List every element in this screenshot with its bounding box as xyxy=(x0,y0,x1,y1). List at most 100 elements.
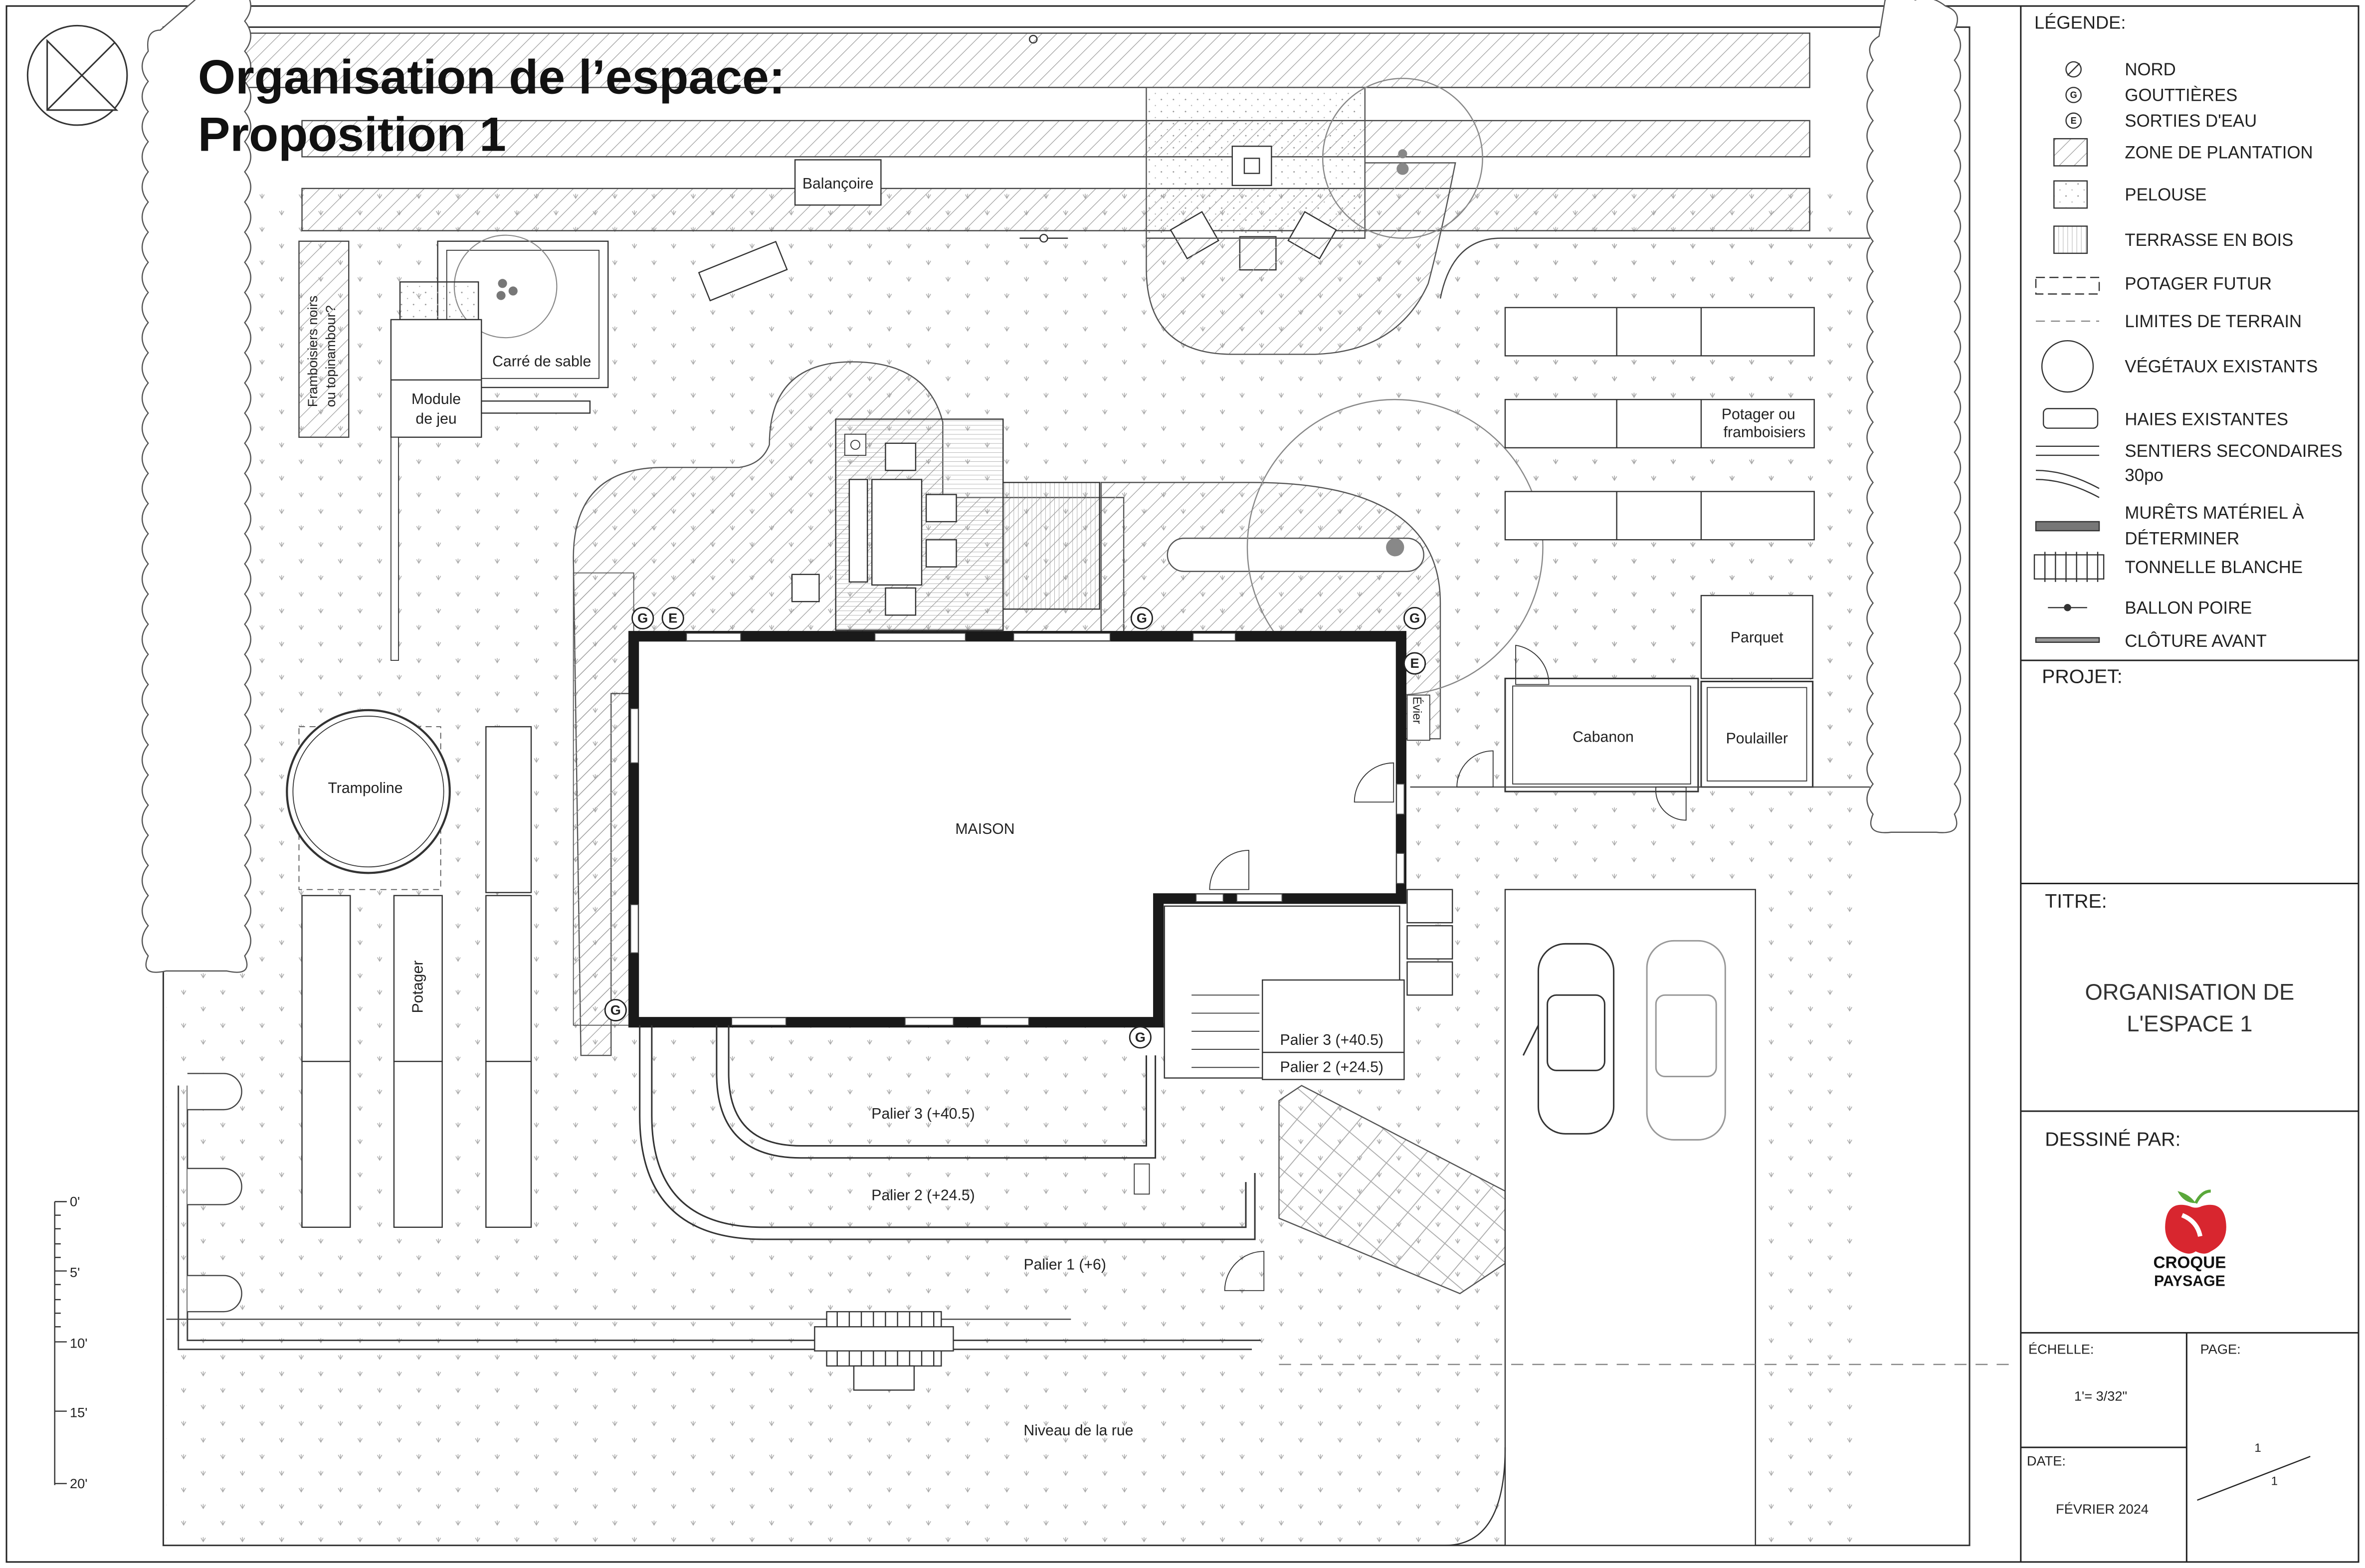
landing-3-right: Palier 3 (+40.5) xyxy=(1280,1032,1383,1048)
play-module-label-2: de jeu xyxy=(415,410,456,427)
site-plan: Organisation de l’espace: Proposition 1 … xyxy=(26,0,2015,1547)
landing-2-right: Palier 2 (+24.5) xyxy=(1280,1059,1383,1075)
fire-pit-inner xyxy=(1243,158,1260,174)
existing-hedge-icon xyxy=(2042,408,2099,429)
potager-label: Potager xyxy=(409,961,426,1013)
landing-1: Palier 1 (+6) xyxy=(1023,1256,1106,1273)
parquet xyxy=(1700,594,1813,679)
page-total: 1 xyxy=(2271,1475,2278,1488)
water-outlet-label: E xyxy=(668,610,677,626)
existing-tree-1 xyxy=(1322,77,1483,239)
existing-tree-1-trunk xyxy=(1396,163,1409,175)
logo-line-2: PAYSAGE xyxy=(2154,1273,2225,1290)
plan-title-line1: Organisation de l’espace: xyxy=(198,50,785,104)
terrace-wall-1b xyxy=(651,1025,1247,1228)
north-arrow-icon xyxy=(26,24,128,126)
legend-item: SORTIES D'EAU xyxy=(2125,112,2257,131)
legend-item: CLÔTURE AVANT xyxy=(2125,631,2266,651)
step-block xyxy=(1134,1163,1150,1195)
bins xyxy=(1406,889,1453,996)
page-label: PAGE: xyxy=(2200,1342,2241,1357)
play-module-label-1: Module xyxy=(411,391,461,407)
future-garden-label-1: Potager ou xyxy=(1722,406,1795,422)
entry-stairs xyxy=(1191,994,1260,1068)
scale-label: ÉCHELLE: xyxy=(2028,1342,2094,1357)
pergola-icon xyxy=(2033,554,2105,580)
lawn-icon xyxy=(2053,180,2088,209)
raspberry-label-2: ou topinambour? xyxy=(323,305,338,407)
planting-zone-icon xyxy=(2053,138,2088,167)
patio-table xyxy=(871,479,923,586)
wood-deck-steps xyxy=(1002,482,1100,610)
planting-house-left xyxy=(573,572,634,1026)
sink xyxy=(1406,694,1430,741)
slide xyxy=(481,400,591,414)
logo-line-1: CROQUE xyxy=(2153,1253,2226,1272)
plan-title-line2: Proposition 1 xyxy=(198,107,506,161)
chicken-coop-label: Poulailler xyxy=(1726,730,1788,747)
planting-strip-2 xyxy=(301,120,1810,158)
marker-icon xyxy=(1028,34,1038,44)
drawn-by-label: DESSINÉ PAR: xyxy=(2045,1129,2180,1151)
street-level-label: Niveau de la rue xyxy=(1023,1422,1133,1439)
scale-5: 5' xyxy=(70,1265,80,1280)
shed-door-swing xyxy=(1515,644,1550,685)
existing-tree-3-trunk xyxy=(1386,538,1404,557)
future-garden-beds xyxy=(1504,307,1815,541)
date-value: FÉVRIER 2024 xyxy=(2056,1501,2149,1517)
white-pergola xyxy=(814,1311,954,1391)
gutter-label: G xyxy=(637,610,648,626)
legend: LÉGENDE: G E NORD xyxy=(2033,12,2343,651)
play-module xyxy=(390,319,482,438)
sink-label: Évier xyxy=(1410,697,1424,724)
garden-beds xyxy=(301,726,532,1228)
left-planting-nooks xyxy=(187,1073,242,1313)
existing-plant-icon xyxy=(2041,340,2094,393)
gutter-label: G xyxy=(1409,610,1420,626)
terrace-wall-1 xyxy=(639,1025,1256,1240)
project-label: PROJET: xyxy=(2042,665,2123,687)
parquet-label: Parquet xyxy=(1731,629,1783,646)
car-1-icon xyxy=(1522,943,1615,1135)
legend-item: 30po xyxy=(2125,466,2163,485)
legend-item: POTAGER FUTUR xyxy=(2125,274,2272,293)
planting-strip-1 xyxy=(166,32,1810,88)
gutter-icon xyxy=(2065,87,2082,103)
legend-heading: LÉGENDE: xyxy=(2034,12,2126,32)
patio-chairs xyxy=(791,442,957,616)
play-pole xyxy=(390,436,399,661)
legend-item: TERRASSE EN BOIS xyxy=(2125,231,2293,250)
legend-item: VÉGÉTAUX EXISTANTS xyxy=(2125,357,2318,377)
gate-door-swing xyxy=(1456,750,1494,787)
house-outline xyxy=(628,631,1406,1028)
front-corner xyxy=(1445,1447,1506,1546)
hedge-right xyxy=(1866,0,1961,833)
terrace-wall-2b xyxy=(728,1025,1147,1147)
bbq xyxy=(844,433,867,456)
legend-g-glyph: G xyxy=(2070,90,2077,100)
car-2-icon xyxy=(1646,940,1726,1141)
front-fence-icon xyxy=(2035,637,2100,643)
gate-swing xyxy=(1224,1251,1265,1291)
legend-item: HAIES EXISTANTES xyxy=(2125,410,2288,429)
planting-strip-near-house xyxy=(1167,538,1424,572)
planting-around-patio xyxy=(1146,162,1456,355)
legend-item: MURÊTS MATÉRIEL À xyxy=(2125,503,2304,523)
terrace-wall-2 xyxy=(716,1025,1157,1159)
legend-item: ZONE DE PLANTATION xyxy=(2125,143,2313,162)
trampoline-label: Trampoline xyxy=(328,780,402,796)
shed xyxy=(1504,677,1699,792)
water-outlet-label: E xyxy=(1410,655,1419,671)
punching-bag-icon xyxy=(1019,233,1068,243)
raspberry-label-1: Framboisiers noirs xyxy=(305,296,320,407)
scale-20: 20' xyxy=(70,1476,87,1491)
croque-paysage-logo: CROQUE PAYSAGE xyxy=(2153,1189,2226,1290)
legend-item: GOUTTIÈRES xyxy=(2125,86,2237,105)
landing-top xyxy=(1262,979,1405,1080)
raspberry-bed xyxy=(298,240,350,438)
legend-e-glyph: E xyxy=(2071,116,2077,126)
date-label: DATE: xyxy=(2027,1453,2066,1468)
coop-door-swing xyxy=(1655,786,1687,821)
legend-item: TONNELLE BLANCHE xyxy=(2125,558,2303,577)
